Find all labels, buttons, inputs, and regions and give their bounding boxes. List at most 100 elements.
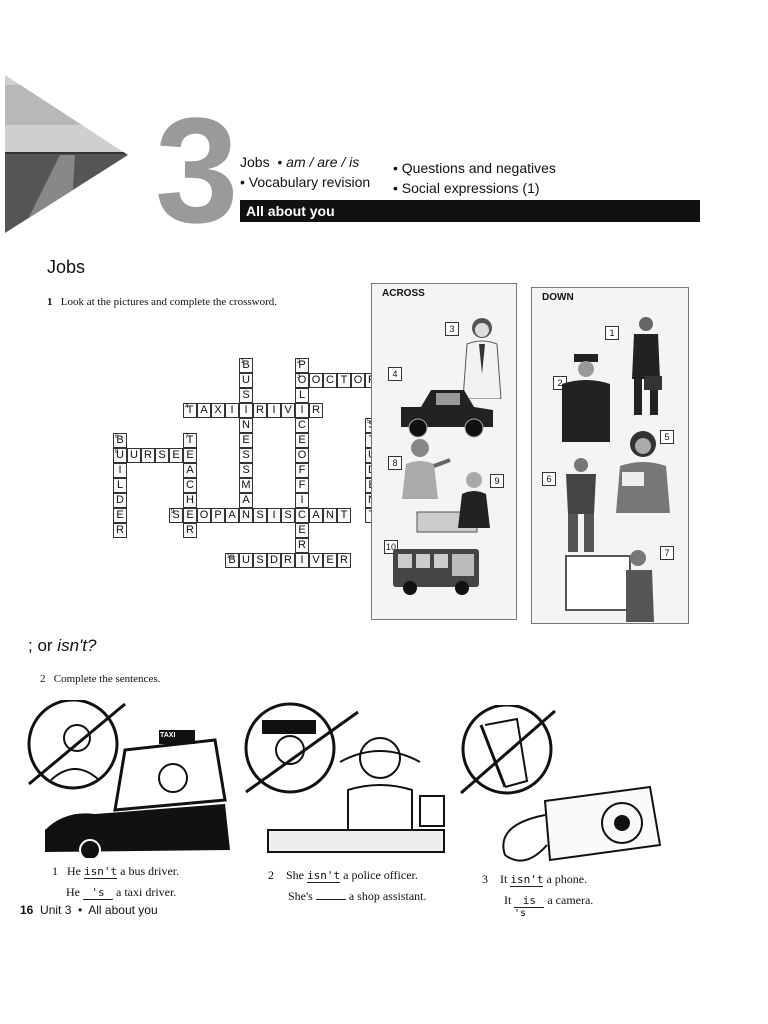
exercise-1-instruction: 1 Look at the pictures and complete the … — [47, 296, 277, 308]
sentences-2: 2 She isn't a police officer. She's a sh… — [268, 868, 458, 904]
crossword-cell[interactable]: R — [141, 448, 155, 463]
crossword-cell[interactable]: C — [323, 373, 337, 388]
crossword-cell[interactable]: I — [267, 508, 281, 523]
crossword-cell[interactable]: U — [127, 448, 141, 463]
crossword-cell[interactable]: H — [183, 493, 197, 508]
crossword-cell[interactable]: T — [337, 373, 351, 388]
crossword-cell[interactable]: E — [295, 433, 309, 448]
crossword-cell[interactable]: N — [239, 508, 253, 523]
section-title-is-isnt: ; or isn't? — [28, 636, 96, 656]
crossword-cell[interactable]: L — [295, 388, 309, 403]
crossword-cell[interactable]: R — [309, 403, 323, 418]
crossword-cell[interactable]: A — [225, 508, 239, 523]
crossword-cell[interactable]: A — [239, 493, 253, 508]
crossword-cell[interactable]: V — [281, 403, 295, 418]
crossword-cell[interactable]: M — [239, 478, 253, 493]
crossword-cell[interactable]: R — [253, 403, 267, 418]
crossword-cell[interactable]: D — [267, 553, 281, 568]
sentence-3b: It is a camera. — [482, 893, 662, 908]
crossword-cell[interactable]: R — [183, 523, 197, 538]
crossword-cell[interactable]: D — [113, 493, 127, 508]
clue-number-1: 1 — [605, 326, 619, 340]
crossword-cell[interactable]: U — [239, 373, 253, 388]
answer-3b[interactable]: is — [514, 894, 545, 908]
crossword-cell[interactable]: R — [281, 553, 295, 568]
crossword-cell[interactable]: O — [309, 373, 323, 388]
crossword-cell[interactable]: R — [337, 553, 351, 568]
section-title-jobs: Jobs — [47, 257, 86, 277]
crossword-cell[interactable]: X — [211, 403, 225, 418]
crossword-clue-number: 2 — [297, 359, 301, 365]
unit-number: 3 — [155, 86, 239, 254]
crossword-cell[interactable]: I — [295, 493, 309, 508]
crossword-cell[interactable]: E — [323, 553, 337, 568]
crossword-cell[interactable]: O — [295, 448, 309, 463]
crossword-cell[interactable]: P — [211, 508, 225, 523]
sentence-1b-subject: He — [66, 885, 80, 899]
answer-2b[interactable] — [315, 899, 346, 900]
answer-1a[interactable]: isn't — [84, 865, 118, 879]
crossword-cell[interactable]: A — [183, 463, 197, 478]
crossword-cell[interactable]: E — [295, 523, 309, 538]
crossword-cell[interactable]: F — [295, 478, 309, 493]
clue-number-6: 6 — [542, 472, 556, 486]
answer-1b[interactable]: 's — [83, 886, 113, 900]
sentence-2b-rest: a shop assistant. — [348, 889, 427, 903]
crossword-cell[interactable]: R — [113, 523, 127, 538]
crossword-cell[interactable]: E — [239, 433, 253, 448]
unit-banner: All about you — [240, 200, 700, 222]
crossword-cell[interactable]: C — [295, 418, 309, 433]
crossword-cell[interactable]: S — [155, 448, 169, 463]
crossword-cell[interactable]: I — [267, 403, 281, 418]
answer-3a[interactable]: isn't — [510, 873, 544, 887]
taxi-image — [401, 390, 493, 438]
crossword-cell[interactable]: I — [113, 463, 127, 478]
crossword-cell[interactable]: V — [309, 553, 323, 568]
handwritten-note: 's — [514, 908, 527, 919]
crossword-cell[interactable]: E — [183, 448, 197, 463]
crossword-cell[interactable]: F — [295, 463, 309, 478]
crossword-cell[interactable]: A — [197, 403, 211, 418]
crossword-cell[interactable]: S — [239, 448, 253, 463]
crossword-cell[interactable]: E — [113, 508, 127, 523]
crossword-clue-number: 8 — [115, 449, 119, 455]
picture-3-camera — [460, 705, 662, 862]
teacher-image — [565, 550, 654, 622]
crossword-cell[interactable]: I — [295, 553, 309, 568]
crossword-cell[interactable]: R — [295, 538, 309, 553]
crossword-cell[interactable]: O — [351, 373, 365, 388]
crossword-cell[interactable]: I — [239, 403, 253, 418]
crossword-cell[interactable]: C — [183, 478, 197, 493]
crossword-cell[interactable]: N — [239, 418, 253, 433]
crossword-cell[interactable]: I — [225, 403, 239, 418]
crossword-cell[interactable]: S — [239, 388, 253, 403]
crossword-cell[interactable]: L — [113, 478, 127, 493]
crossword-cell[interactable]: S — [253, 553, 267, 568]
crossword-cell[interactable]: E — [183, 508, 197, 523]
crossword-cell[interactable]: I — [295, 403, 309, 418]
crossword-cell[interactable]: S — [239, 463, 253, 478]
answer-2a[interactable]: isn't — [307, 869, 341, 883]
crossword-cell[interactable]: S — [281, 508, 295, 523]
crossword-cell[interactable]: E — [169, 448, 183, 463]
crossword-clue-number: 3 — [297, 374, 301, 380]
crossword-clue-number: 4 — [185, 404, 189, 410]
crossword-cell[interactable]: C — [295, 508, 309, 523]
crossword-cell[interactable]: U — [239, 553, 253, 568]
sentence-3a-rest: a phone. — [546, 872, 588, 886]
crossword-cell[interactable]: O — [197, 508, 211, 523]
crossword-cell[interactable]: S — [253, 508, 267, 523]
crossword-clue-number: 6 — [115, 434, 119, 440]
crossword-cell[interactable]: N — [323, 508, 337, 523]
crossword-cell[interactable]: T — [337, 508, 351, 523]
crossword-cell[interactable]: A — [309, 508, 323, 523]
